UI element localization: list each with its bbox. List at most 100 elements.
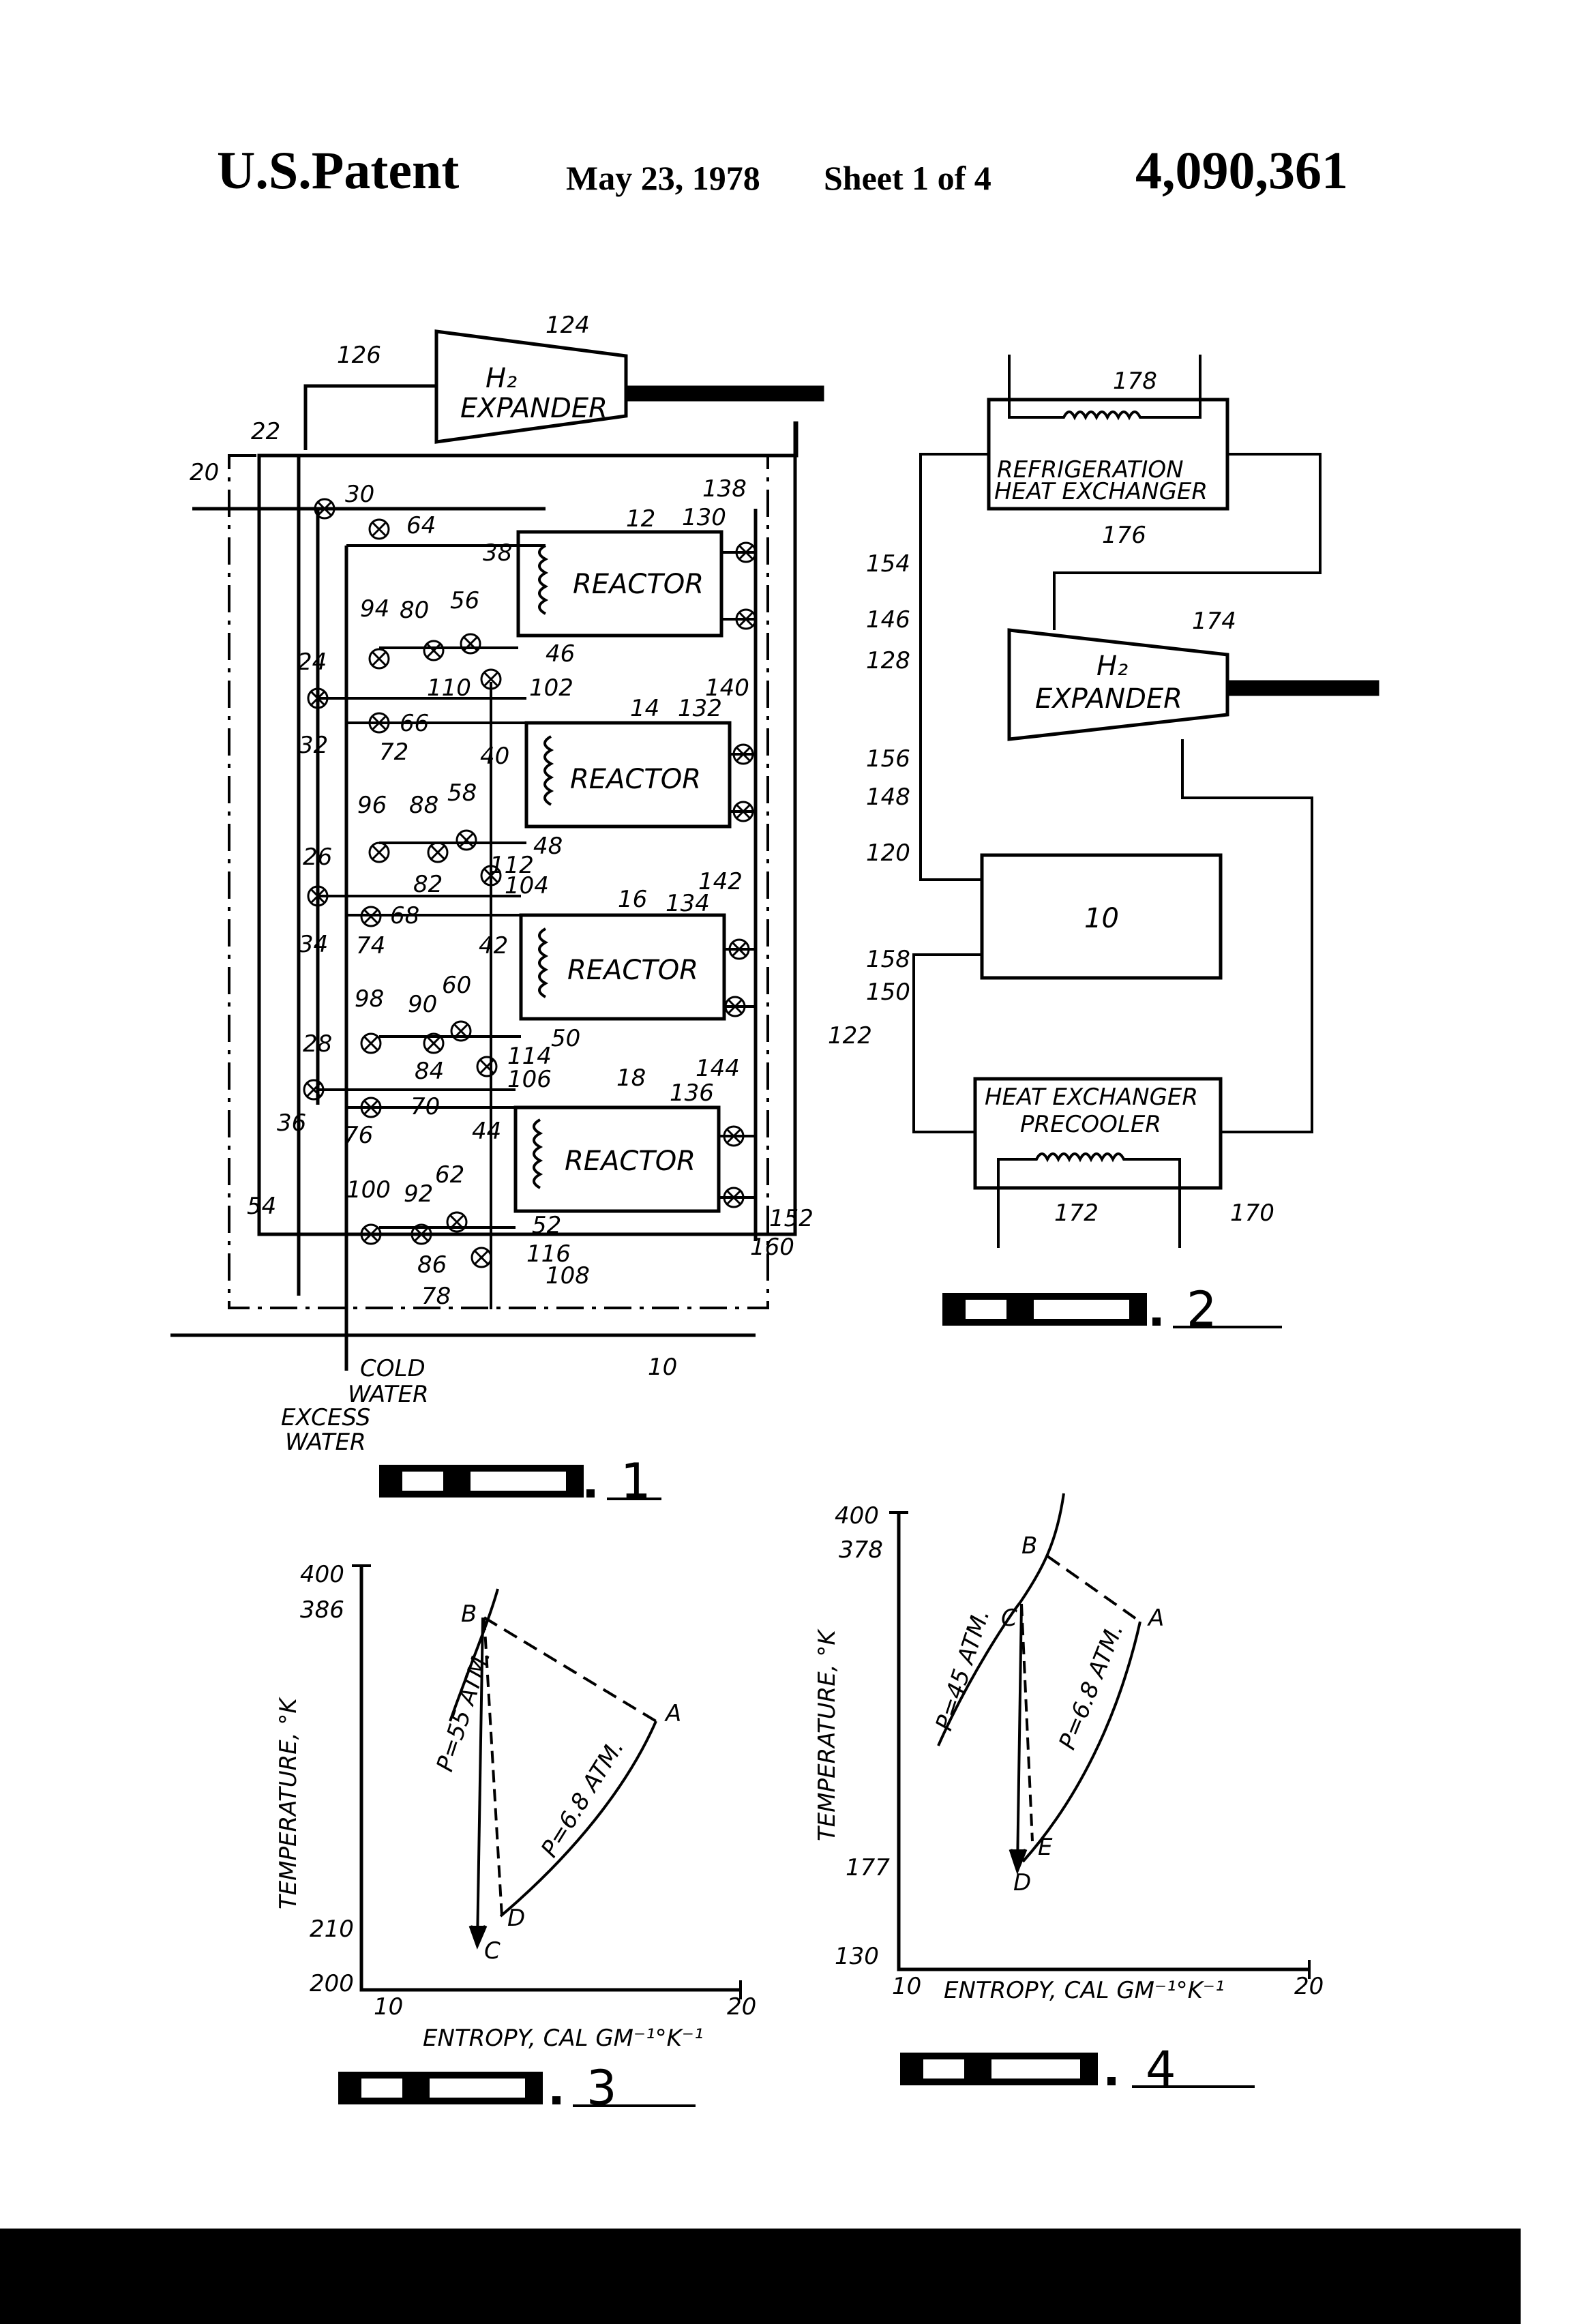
reactor-label: REACTOR bbox=[573, 569, 704, 600]
fig2-refrig-label-2: HEAT EXCHANGER bbox=[994, 478, 1208, 505]
fig2-caption: 2 bbox=[942, 1281, 1282, 1337]
reference-numeral: 150 bbox=[866, 979, 910, 1006]
reference-numeral: 144 bbox=[696, 1055, 740, 1082]
reference-numeral: 132 bbox=[678, 695, 722, 722]
reference-numeral: 124 bbox=[546, 312, 590, 339]
fig4-point-d: D bbox=[1013, 1869, 1031, 1896]
reference-numeral: 16 bbox=[618, 886, 647, 913]
reference-numeral: 134 bbox=[666, 890, 710, 917]
fig4-caption: 4 bbox=[900, 2041, 1255, 2097]
reference-numeral: 78 bbox=[421, 1283, 451, 1310]
excess-water-label-1: EXCESS bbox=[281, 1404, 370, 1431]
fig4-point-b: B bbox=[1021, 1532, 1037, 1560]
reference-numeral: 48 bbox=[533, 833, 563, 860]
reference-numeral: 34 bbox=[299, 931, 328, 958]
fig1-reactor-18: REACTOR bbox=[516, 1107, 719, 1211]
reference-numeral: 160 bbox=[750, 1234, 794, 1261]
fig2-expander-label: EXPANDER bbox=[1035, 683, 1182, 715]
fig3-xtick: 20 bbox=[727, 1993, 756, 2021]
fig4-point-e: E bbox=[1038, 1834, 1053, 1861]
fig4-xtick: 20 bbox=[1294, 1973, 1324, 2000]
fig4-ylabel: TEMPERATURE, °K bbox=[814, 1628, 841, 1841]
reference-numeral: 26 bbox=[303, 844, 332, 871]
reference-numeral: 108 bbox=[546, 1262, 590, 1290]
cold-water-label-1: COLD bbox=[360, 1355, 426, 1382]
reference-numeral: 148 bbox=[866, 784, 910, 811]
fig1-expander-title: H₂ bbox=[486, 363, 517, 394]
reference-numeral: 32 bbox=[299, 732, 328, 759]
reference-numeral: 72 bbox=[379, 739, 408, 766]
reference-numeral: 86 bbox=[417, 1251, 447, 1279]
fig1-h2-expander bbox=[436, 331, 626, 442]
fig3-ytick: 200 bbox=[310, 1970, 354, 1997]
reference-numeral: 84 bbox=[415, 1058, 444, 1085]
fig3-isobar-low-label: P=6.8 ATM. bbox=[536, 1735, 630, 1862]
reference-numeral: 88 bbox=[409, 792, 438, 819]
fig4-isobar-low-label: P=6.8 ATM. bbox=[1054, 1620, 1129, 1753]
reference-numeral: 90 bbox=[408, 991, 437, 1018]
reference-numeral: 40 bbox=[480, 743, 509, 770]
reference-numeral: 58 bbox=[447, 779, 477, 807]
reference-numeral: 152 bbox=[769, 1205, 814, 1232]
fig2-expander-title: H₂ bbox=[1096, 651, 1128, 682]
reference-numeral: 36 bbox=[277, 1109, 306, 1137]
fig2-box-label: 10 bbox=[1084, 903, 1119, 934]
reference-numeral: 64 bbox=[406, 512, 436, 539]
reference-numeral: 176 bbox=[1102, 522, 1146, 549]
reference-numeral: 136 bbox=[670, 1079, 714, 1107]
fig4-ytick: 378 bbox=[839, 1536, 883, 1564]
reference-numeral: 96 bbox=[357, 792, 387, 819]
fig2-expander-shaft bbox=[1227, 682, 1377, 694]
fig3-xlabel: ENTROPY, CAL GM⁻¹°K⁻¹ bbox=[423, 2025, 703, 2052]
reference-numeral: 80 bbox=[400, 597, 429, 624]
reference-numeral: 172 bbox=[1054, 1200, 1099, 1227]
reference-numeral: 128 bbox=[866, 647, 910, 674]
reference-numeral: 154 bbox=[866, 550, 910, 578]
reference-numeral: 138 bbox=[702, 475, 747, 503]
reference-numeral: 18 bbox=[616, 1064, 646, 1092]
fig3-caption-number: 3 bbox=[586, 2060, 617, 2116]
fig4-xtick: 10 bbox=[892, 1973, 921, 2000]
reference-numeral: 10 bbox=[648, 1354, 677, 1381]
fig4-point-a: A bbox=[1147, 1605, 1164, 1632]
reference-numeral: 62 bbox=[435, 1161, 464, 1189]
reference-numeral: 120 bbox=[866, 839, 910, 867]
reference-numeral: 94 bbox=[360, 595, 389, 623]
reference-numeral: 56 bbox=[450, 587, 479, 614]
fig1-expander-label: EXPANDER bbox=[460, 393, 608, 424]
fig2-refrig-coil bbox=[1009, 355, 1200, 417]
fig3-ylabel: TEMPERATURE, °K bbox=[275, 1697, 302, 1909]
fig3-isobar-high-label: P=55 ATM. bbox=[432, 1647, 496, 1775]
fig1-caption: 1 bbox=[379, 1453, 661, 1509]
reference-numeral: 22 bbox=[251, 418, 280, 445]
reference-numeral: 24 bbox=[297, 649, 327, 676]
fig4-isobar-high-label: P=45 ATM. bbox=[931, 1606, 996, 1734]
fig2-precooler-label-2: PRECOOLER bbox=[1020, 1111, 1161, 1138]
fig3-chart: 400 386 210 200 10 20 ENTROPY, CAL GM⁻¹°… bbox=[275, 1561, 756, 2116]
fig2-caption-number: 2 bbox=[1186, 1281, 1217, 1337]
reactor-label: REACTOR bbox=[570, 764, 701, 795]
fig4-axes bbox=[899, 1513, 1309, 1969]
reference-numeral: 146 bbox=[866, 606, 910, 634]
scan-edge-bar bbox=[0, 2229, 1521, 2324]
fig1-reactor-16: REACTOR bbox=[521, 915, 724, 1019]
reference-numeral: 100 bbox=[346, 1176, 391, 1204]
fig4-caption-number: 4 bbox=[1146, 2041, 1176, 2097]
reference-numeral: 52 bbox=[532, 1212, 561, 1239]
fig4-ytick: 400 bbox=[835, 1502, 879, 1530]
reference-numeral: 74 bbox=[356, 932, 385, 959]
fig1-diagram: H₂ EXPANDER REACTOR REACTOR REACTOR bbox=[170, 312, 910, 1509]
fig3-point-c: C bbox=[484, 1937, 501, 1965]
reference-numeral: 28 bbox=[303, 1030, 332, 1058]
fig2-precooler-label-1: HEAT EXCHANGER bbox=[985, 1084, 1198, 1111]
fig1-reactor-14: REACTOR bbox=[526, 723, 730, 826]
fig1-expander-outlet bbox=[305, 386, 436, 450]
reference-numeral: 98 bbox=[355, 985, 384, 1013]
reference-numeral: 130 bbox=[682, 504, 726, 531]
fig1-caption-number: 1 bbox=[621, 1453, 651, 1509]
reference-numeral: 20 bbox=[190, 459, 219, 486]
reactor-label: REACTOR bbox=[567, 955, 698, 986]
fig3-point-b: B bbox=[461, 1600, 477, 1628]
fig3-point-d: D bbox=[507, 1905, 525, 1932]
